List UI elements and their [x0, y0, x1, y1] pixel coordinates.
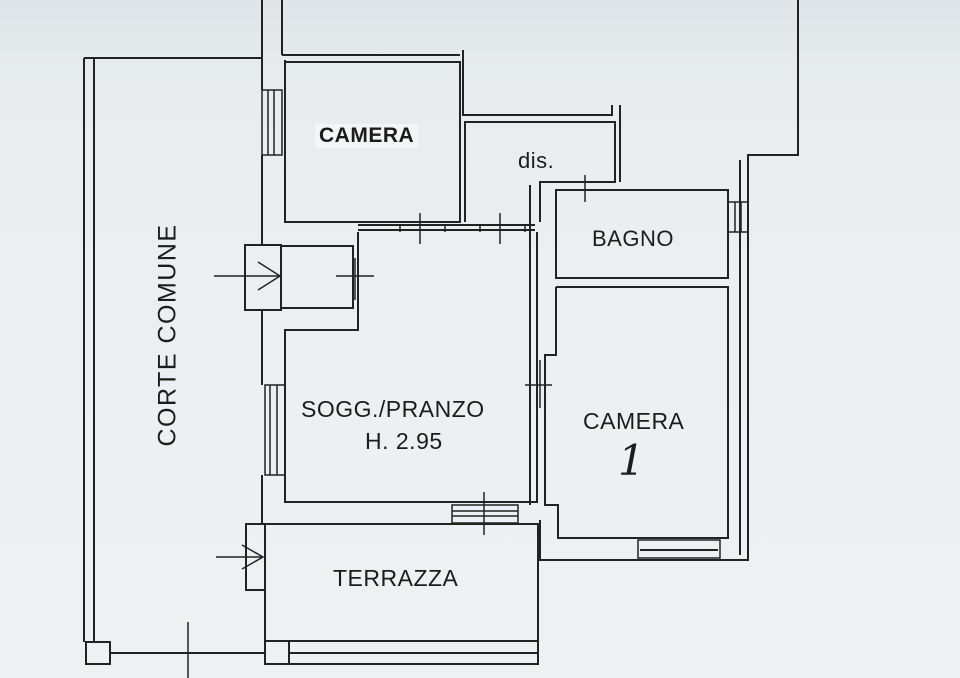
room-label-camera-top: CAMERA — [315, 124, 419, 148]
room-label-terrazza: TERRAZZA — [333, 565, 459, 591]
room-terrazza-walls — [216, 523, 539, 665]
room-number-camera-1: 1 — [618, 436, 646, 485]
window-soggiorno — [264, 384, 286, 476]
entry-vestibule — [214, 244, 374, 311]
room-label-soggiorno: SOGG./PRANZO — [301, 396, 485, 422]
room-label-bagno: BAGNO — [592, 226, 674, 251]
window-soggiorno-terrazza — [451, 492, 519, 535]
room-soggiorno-walls — [284, 232, 538, 503]
west-building-walls — [261, 0, 460, 525]
window-camera-top — [261, 89, 283, 156]
east-building-walls — [529, 0, 799, 561]
hall-top-doors — [358, 175, 586, 244]
corte-comune-boundary — [83, 57, 264, 678]
room-camera-1-walls — [525, 286, 729, 559]
room-label-dis: dis. — [518, 148, 555, 173]
room-label-camera-1: CAMERA — [583, 408, 685, 434]
corte-comune-label: CORTE COMUNE — [153, 223, 182, 447]
room-dis-walls — [462, 50, 621, 222]
room-camera-top-walls — [284, 60, 461, 223]
room-label-soggiorno-height: H. 2.95 — [365, 428, 443, 454]
